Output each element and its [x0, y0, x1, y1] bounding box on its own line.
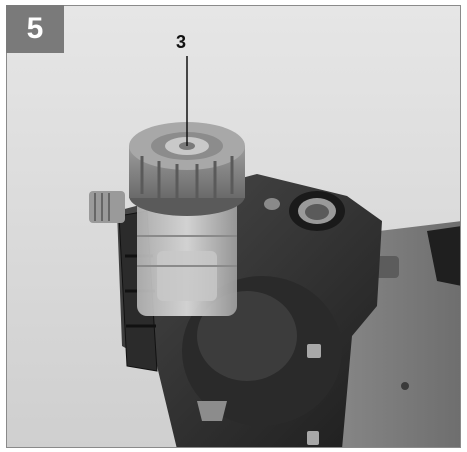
callout-label: 3: [176, 32, 187, 52]
housing-screw: [401, 382, 409, 390]
figure-number-badge: 5: [6, 5, 64, 53]
pump-photo: [7, 6, 460, 447]
threaded-inlet: [89, 191, 125, 223]
vent-screw: [264, 198, 280, 210]
bottom-nozzle: [197, 401, 227, 421]
drain-plug: [307, 344, 321, 358]
figure-frame: [6, 5, 461, 448]
handle-grip: [427, 226, 460, 286]
